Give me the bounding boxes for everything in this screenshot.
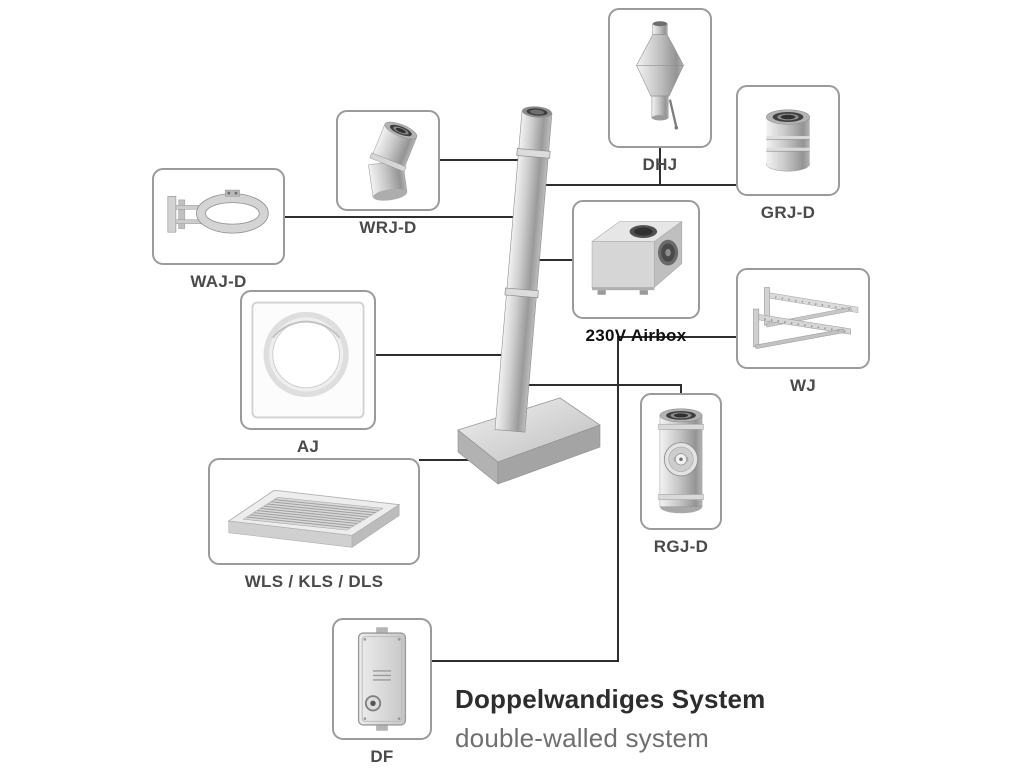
component-frame	[640, 393, 722, 530]
component-label: GRJ-D	[760, 203, 816, 222]
diagram-title: Doppelwandiges System	[455, 684, 766, 714]
connector-line	[540, 184, 738, 186]
jet-cowl-icon	[636, 21, 684, 130]
connector-line	[376, 354, 504, 356]
chimney-pipe-icon	[457, 106, 601, 485]
elbow-pipe-icon	[368, 121, 418, 201]
component-frame	[240, 290, 376, 430]
component-wj: WJ	[736, 268, 870, 395]
title-block: Doppelwandiges System double-walled syst…	[455, 684, 766, 754]
component-label: WLS / KLS / DLS	[244, 572, 384, 591]
connector-line	[419, 459, 473, 461]
straight-pipe-section-icon	[766, 109, 810, 172]
component-frame	[736, 268, 870, 369]
component-frame	[572, 200, 700, 319]
connector-line	[617, 336, 619, 662]
component-rgj-d: RGJ-D	[640, 393, 722, 556]
component-waj-d: WAJ-D	[152, 168, 285, 291]
wall-support-bracket-icon	[753, 287, 859, 349]
component-label: WAJ-D	[190, 272, 247, 291]
component-df: DF	[332, 618, 432, 766]
component-label: WJ	[789, 376, 817, 395]
component-label: DF	[370, 747, 394, 766]
component-aj: AJ	[240, 290, 376, 456]
component-label: AJ	[296, 437, 320, 456]
connector-line	[659, 148, 661, 186]
component-airbox: 230V Airbox	[572, 200, 700, 345]
component-label: 230V Airbox	[585, 326, 687, 345]
extraction-hood-icon	[227, 489, 401, 548]
diagram-subtitle: double-walled system	[455, 723, 710, 753]
component-dhj: DHJ	[608, 8, 712, 174]
component-frame	[736, 85, 840, 196]
connector-line	[538, 259, 574, 261]
connector-line	[527, 384, 682, 386]
connector-line	[430, 660, 619, 662]
connector-line	[680, 384, 682, 395]
connector-line	[285, 216, 515, 218]
control-unit-icon	[357, 627, 407, 731]
component-label: WRJ-D	[359, 218, 417, 237]
component-wls-kls-dls: WLS / KLS / DLS	[208, 458, 420, 591]
component-wrj-d: WRJ-D	[336, 110, 440, 237]
component-frame	[152, 168, 285, 265]
double-walled-chimney-illustration	[440, 100, 660, 500]
connector-line	[440, 159, 522, 161]
component-label: DHJ	[642, 155, 678, 174]
connector-line	[617, 336, 737, 338]
component-label: RGJ-D	[653, 537, 709, 556]
component-frame	[336, 110, 440, 211]
fan-box-icon	[591, 220, 683, 295]
component-frame	[332, 618, 432, 740]
component-grj-d: GRJ-D	[736, 85, 840, 222]
ceiling-plate-icon	[251, 301, 365, 419]
component-frame	[208, 458, 420, 565]
wall-clamp-bracket-icon	[167, 189, 269, 234]
inspection-pipe-icon	[658, 408, 704, 514]
component-frame	[608, 8, 712, 148]
